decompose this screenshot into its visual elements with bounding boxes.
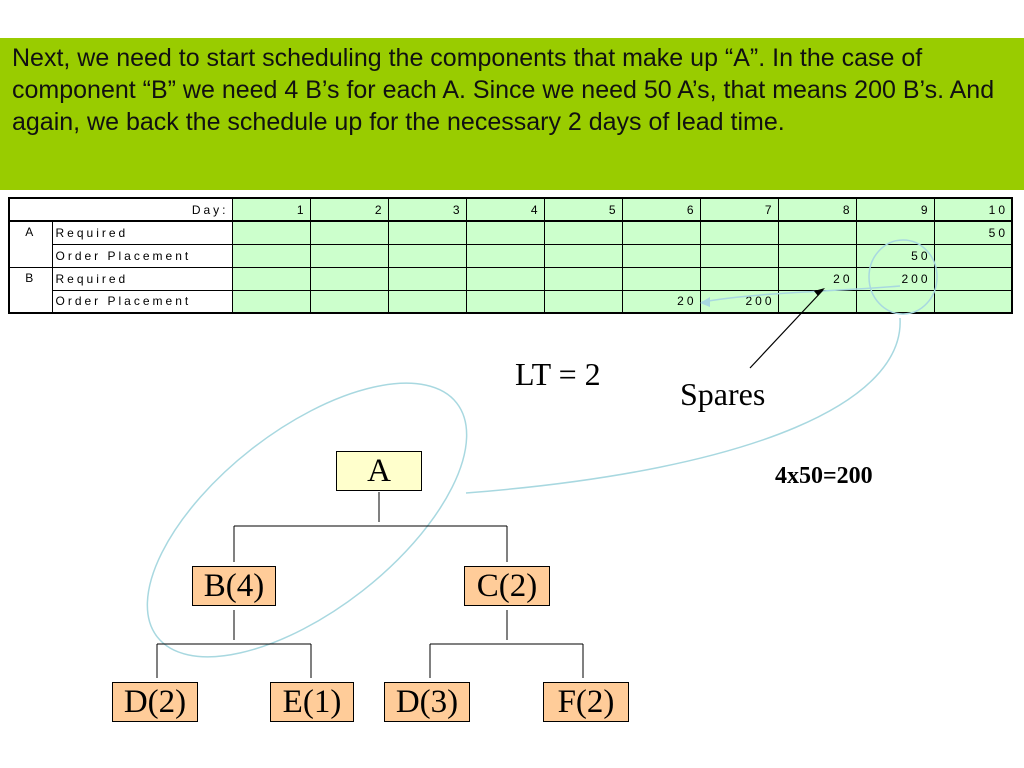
item-code: B bbox=[8, 266, 53, 314]
table-cell: 20 bbox=[621, 289, 701, 314]
tree-node-f: F(2) bbox=[543, 682, 629, 722]
table-row: Order Placement 20 200 bbox=[9, 289, 1013, 314]
tree-node-c: C(2) bbox=[464, 566, 550, 606]
table-cell bbox=[465, 220, 545, 245]
day-header: 2 bbox=[309, 197, 389, 222]
table-cell: 50 bbox=[933, 220, 1013, 245]
table-cell bbox=[543, 289, 623, 314]
table-row: Order Placement 50 bbox=[9, 243, 1013, 268]
table-cell bbox=[933, 289, 1013, 314]
table-cell bbox=[309, 289, 389, 314]
tree-node-d3: D(3) bbox=[384, 682, 470, 722]
tree-node-d2: D(2) bbox=[112, 682, 198, 722]
tree-node-e: E(1) bbox=[270, 682, 354, 722]
table-cell bbox=[465, 289, 545, 314]
day-header: 8 bbox=[777, 197, 857, 222]
shift-arrow-head bbox=[700, 297, 710, 307]
day-header: 10 bbox=[933, 197, 1013, 222]
day-header: 7 bbox=[699, 197, 779, 222]
mrp-schedule-table: Day: 1 2 3 4 5 6 7 8 9 10 A Required 50 … bbox=[8, 197, 1013, 314]
spares-pointer bbox=[749, 289, 824, 369]
table-cell bbox=[387, 220, 467, 245]
item-code: A bbox=[8, 220, 53, 268]
table-cell bbox=[699, 266, 779, 291]
table-cell bbox=[621, 220, 701, 245]
table-cell: 20 bbox=[777, 266, 857, 291]
day-label: Day: bbox=[8, 197, 233, 222]
tree-node-b: B(4) bbox=[192, 566, 276, 606]
shift-arrow bbox=[701, 285, 901, 303]
table-cell bbox=[699, 220, 779, 245]
table-cell bbox=[387, 289, 467, 314]
table-cell bbox=[387, 266, 467, 291]
table-cell bbox=[387, 243, 467, 268]
row-label: Required bbox=[51, 220, 233, 245]
tree-lines bbox=[156, 492, 584, 678]
highlight-ellipse-tree bbox=[146, 382, 468, 658]
table-cell bbox=[543, 220, 623, 245]
table-cell bbox=[699, 243, 779, 268]
lead-time-label: LT = 2 bbox=[515, 356, 601, 392]
table-cell bbox=[777, 220, 857, 245]
instruction-text: Next, we need to start scheduling the co… bbox=[12, 44, 995, 136]
spares-arrow-head bbox=[814, 288, 825, 296]
table-cell bbox=[309, 243, 389, 268]
day-header: 4 bbox=[465, 197, 545, 222]
row-label: Order Placement bbox=[51, 243, 233, 268]
table-row: A Required 50 bbox=[8, 220, 1013, 268]
day-header: 6 bbox=[621, 197, 701, 222]
day-header: 3 bbox=[387, 197, 467, 222]
row-label: Order Placement bbox=[51, 289, 233, 314]
table-header-row: Day: 1 2 3 4 5 6 7 8 9 10 bbox=[8, 197, 1013, 222]
connector-curve bbox=[465, 317, 901, 494]
table-cell bbox=[621, 243, 701, 268]
day-header: 5 bbox=[543, 197, 623, 222]
calculation-label: 4x50=200 bbox=[775, 463, 873, 489]
tree-node-root: A bbox=[336, 451, 422, 491]
highlight-circle-cell bbox=[868, 239, 938, 315]
table-cell bbox=[465, 266, 545, 291]
table-cell bbox=[933, 266, 1013, 291]
spares-label: Spares bbox=[680, 376, 766, 412]
table-cell bbox=[231, 289, 311, 314]
table-cell bbox=[855, 289, 935, 314]
instruction-banner: Next, we need to start scheduling the co… bbox=[0, 38, 1024, 190]
day-header: 9 bbox=[855, 197, 935, 222]
day-header: 1 bbox=[231, 197, 311, 222]
